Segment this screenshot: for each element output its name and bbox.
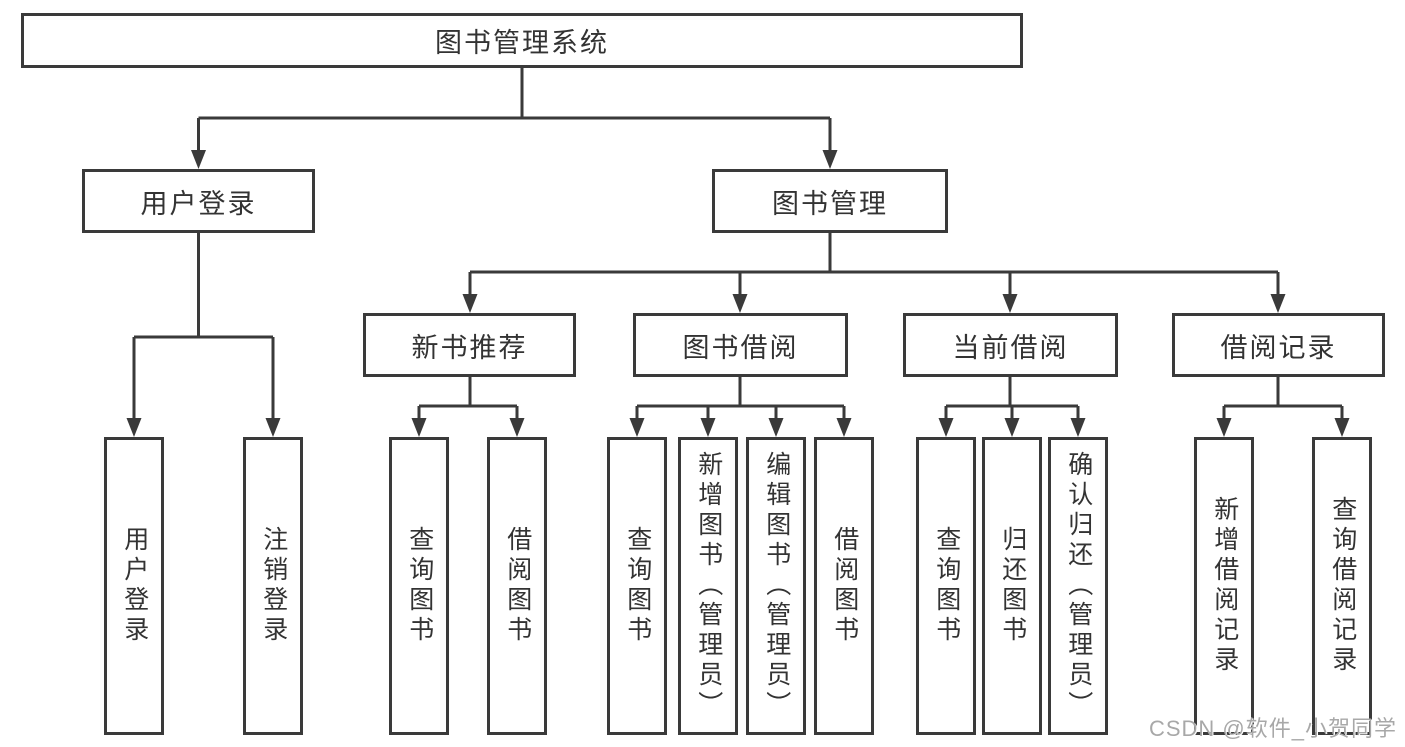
connector-current-borrow-to-leaves: [938, 377, 1086, 437]
arrowhead-icon: [462, 294, 478, 313]
arrowhead-icon: [265, 418, 281, 437]
connector-user-login-to-leaves: [126, 233, 281, 437]
arrowhead-icon: [1270, 294, 1286, 313]
leaf-return-books: 归还图书: [982, 437, 1042, 735]
arrowhead-icon: [1002, 294, 1018, 313]
arrowhead-icon: [1004, 418, 1020, 437]
node-root: 图书管理系统: [21, 13, 1023, 68]
node-book-borrow: 图书借阅: [633, 313, 848, 377]
leaf-logout: 注销登录: [243, 437, 303, 735]
leaf-edit-book-admin: 编辑图书（管理员）: [746, 437, 806, 735]
watermark: CSDN @软件_小贺同学: [1148, 716, 1397, 741]
arrowhead-icon: [822, 150, 838, 169]
node-new-book-recommend: 新书推荐: [363, 313, 576, 377]
node-current-borrow: 当前借阅: [903, 313, 1118, 377]
arrowhead-icon: [1216, 418, 1232, 437]
leaf-query-borrow-record: 查询借阅记录: [1312, 437, 1372, 735]
arrowhead-icon: [411, 418, 427, 437]
leaf-query-books-2: 查询图书: [607, 437, 667, 735]
node-borrow-records: 借阅记录: [1172, 313, 1385, 377]
leaf-borrow-books-2: 借阅图书: [814, 437, 874, 735]
leaf-add-book-admin: 新增图书（管理员）: [678, 437, 738, 735]
arrowhead-icon: [126, 418, 142, 437]
leaf-add-borrow-record: 新增借阅记录: [1194, 437, 1254, 735]
connector-borrow-records-to-leaves: [1216, 377, 1350, 437]
arrowhead-icon: [1334, 418, 1350, 437]
node-book-management: 图书管理: [712, 169, 948, 233]
arrowhead-icon: [629, 418, 645, 437]
connector-book-borrow-to-leaves: [629, 377, 852, 437]
arrowhead-icon: [938, 418, 954, 437]
arrowhead-icon: [191, 150, 206, 169]
connector-root-to-level2: [191, 68, 838, 169]
leaf-query-books-1: 查询图书: [389, 437, 449, 735]
connector-book-mgmt-to-level3: [462, 233, 1286, 313]
leaf-query-books-3: 查询图书: [916, 437, 976, 735]
leaf-borrow-books-1: 借阅图书: [487, 437, 547, 735]
arrowhead-icon: [768, 418, 784, 437]
arrowhead-icon: [1070, 418, 1086, 437]
arrowhead-icon: [732, 294, 748, 313]
arrowhead-icon: [509, 418, 525, 437]
connector-new-book-to-leaves: [411, 377, 525, 437]
node-user-login: 用户登录: [82, 169, 315, 233]
arrowhead-icon: [700, 418, 716, 437]
arrowhead-icon: [836, 418, 852, 437]
leaf-confirm-return-admin: 确认归还（管理员）: [1048, 437, 1108, 735]
leaf-user-login: 用户登录: [104, 437, 164, 735]
